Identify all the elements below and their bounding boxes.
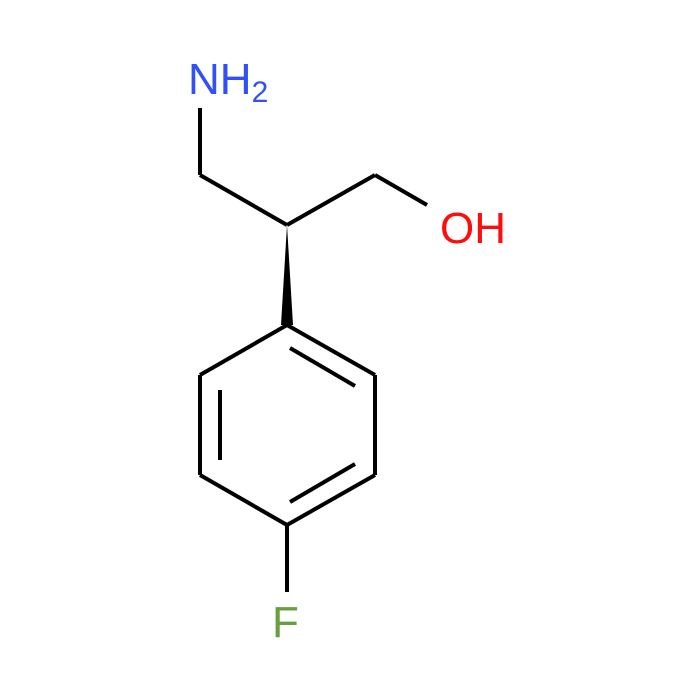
benzene-ring: [198, 323, 377, 527]
bond-chiral-ch2oh: [286, 173, 376, 227]
wedge-bond: [281, 225, 293, 325]
bond-ch2-chiral: [199, 173, 288, 227]
ring-double-bond: [288, 462, 357, 504]
ring-double-bond: [288, 346, 357, 388]
amine-subscript: 2: [252, 76, 269, 109]
amine-symbol: NH: [188, 55, 252, 104]
fluorine-label: F: [272, 598, 299, 647]
hydroxyl-label: OH: [440, 204, 506, 253]
amine-label: NH2: [188, 55, 268, 109]
bond-ch2-oh: [374, 173, 428, 207]
